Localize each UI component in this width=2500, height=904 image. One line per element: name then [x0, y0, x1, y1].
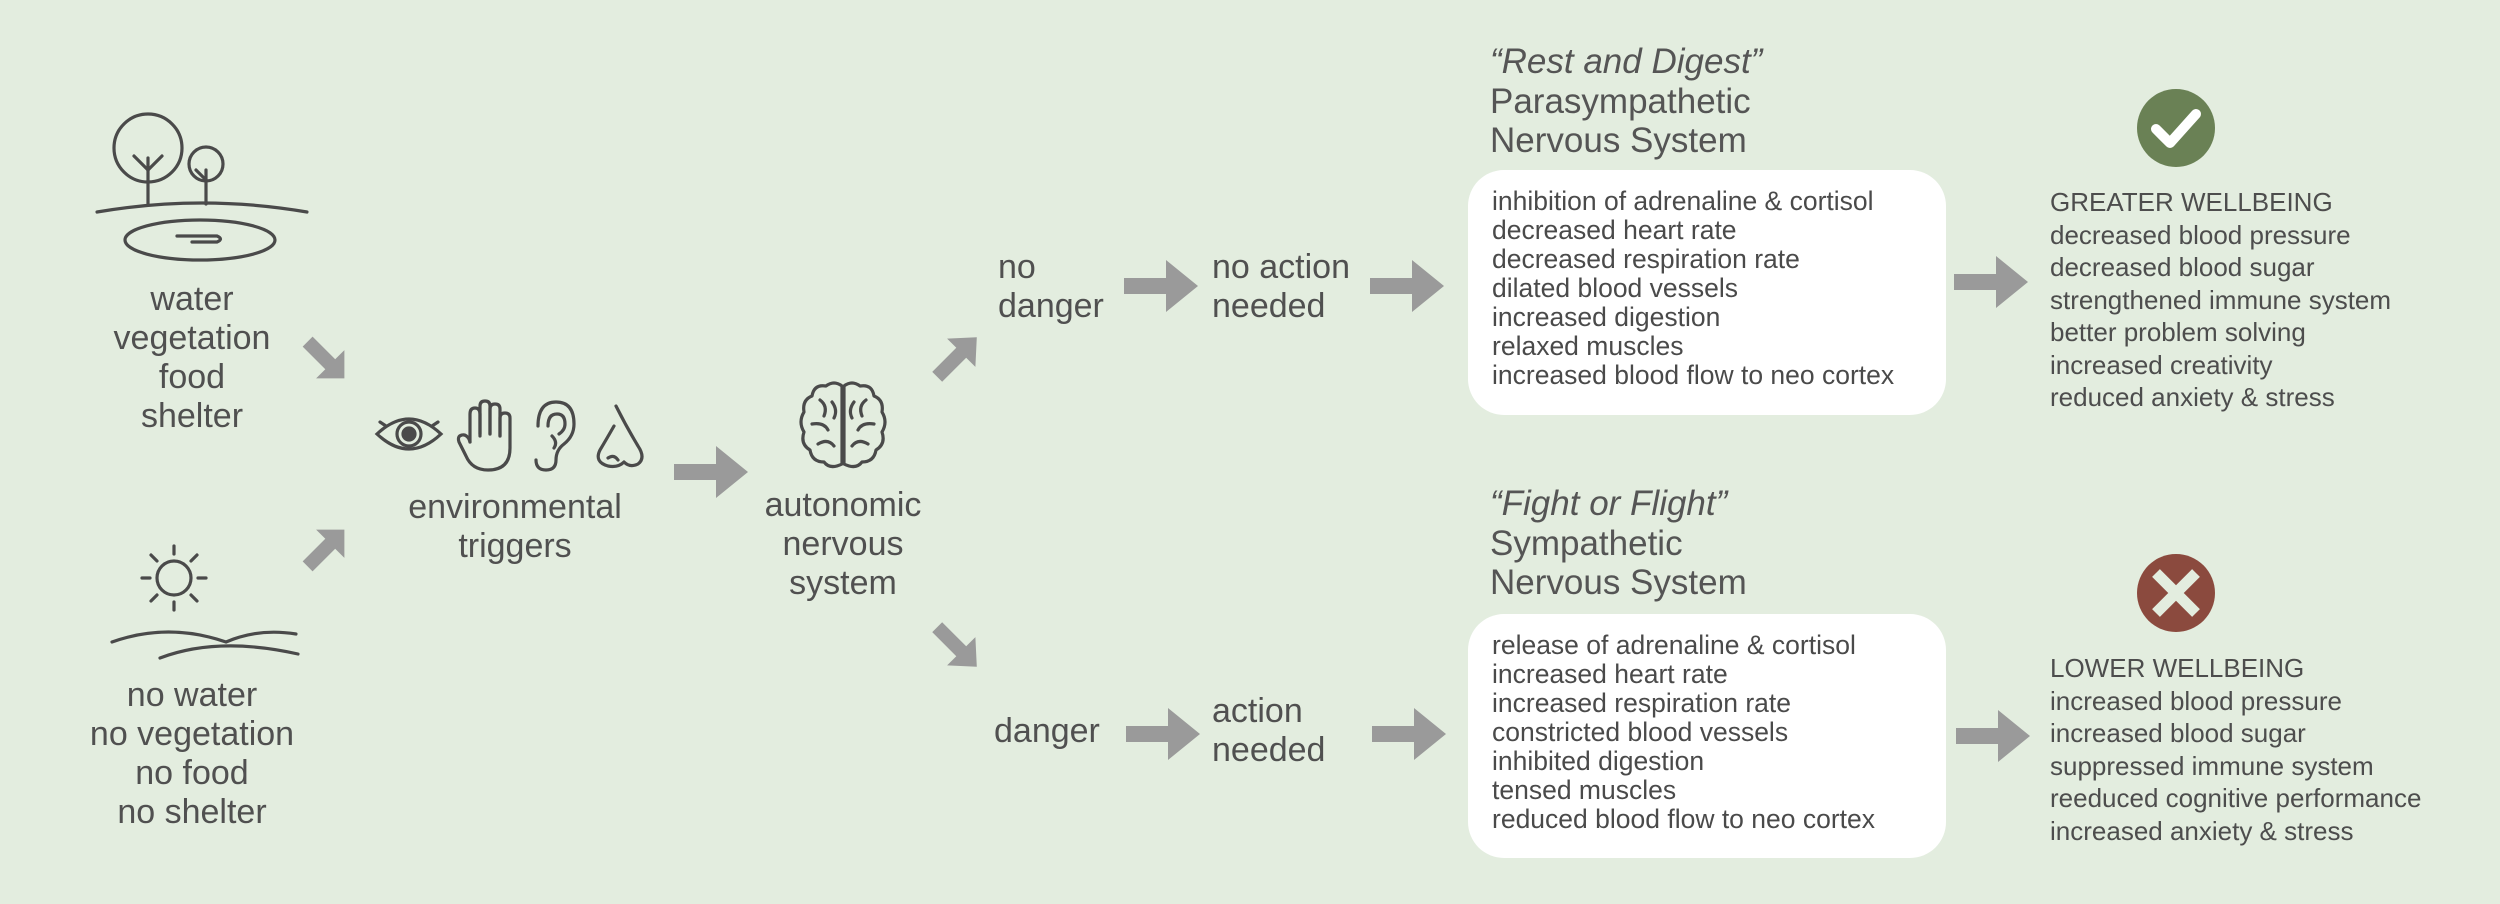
arrow-ans-to-danger — [932, 622, 977, 667]
trees-pond-icon — [95, 112, 309, 262]
sympathetic-heading: “Fight or Flight” Sympathetic Nervous Sy… — [1490, 484, 1950, 602]
hand-icon — [456, 399, 512, 472]
fight-or-flight-quote: “Fight or Flight” — [1490, 484, 1728, 523]
parasympathetic-heading: “Rest and Digest” Parasympathetic Nervou… — [1490, 42, 1950, 160]
autonomic-nervous-system-label: autonomic nervous system — [764, 486, 922, 602]
arrow-barren-to-triggers — [302, 529, 345, 572]
arrow-symp-to-lower — [1956, 710, 2030, 762]
list-item: decreased heart rate — [1492, 215, 1737, 245]
arrow-ans-to-no-danger — [932, 337, 977, 382]
danger-label: danger — [994, 712, 1100, 750]
greater-wellbeing-list: GREATER WELLBEING decreased blood pressu… — [2050, 186, 2490, 414]
parasympathetic-title-2: Nervous System — [1490, 121, 1747, 160]
arrow-nature-to-triggers — [302, 336, 345, 379]
list-item: increased blood pressure — [2050, 685, 2342, 716]
action-needed-label: action needed — [1212, 692, 1326, 769]
cross-icon — [2137, 554, 2215, 632]
sympathetic-effects-panel: release of adrenaline & cortisol increas… — [1468, 614, 1946, 858]
no-action-needed-label: no action needed — [1212, 248, 1350, 325]
list-item: increased anxiety & stress — [2050, 815, 2354, 846]
list-item: increased blood sugar — [2050, 718, 2306, 748]
list-item: strengthened immune system — [2050, 284, 2392, 315]
arrow-triggers-to-ans — [674, 446, 748, 498]
lower-wellbeing-heading: LOWER WELLBEING — [2050, 653, 2305, 683]
list-item: increased heart rate — [1492, 659, 1728, 689]
nose-icon — [596, 404, 644, 469]
sympathetic-title-1: Sympathetic — [1490, 524, 1683, 563]
arrow-para-to-greater — [1954, 256, 2028, 308]
arrow-no-action-to-para — [1370, 260, 1444, 312]
brain-icon — [799, 381, 887, 469]
list-item: constricted blood vessels — [1492, 717, 1789, 747]
list-item: dilated blood vessels — [1492, 273, 1739, 303]
list-item: decreased respiration rate — [1492, 244, 1800, 274]
list-item: better problem solving — [2050, 317, 2306, 347]
list-item: increased respiration rate — [1492, 688, 1792, 718]
list-item: increased blood flow to neo cortex — [1492, 360, 1895, 390]
list-item: increased creativity — [2050, 349, 2273, 380]
list-item: reduced blood flow to neo cortex — [1492, 804, 1876, 834]
list-item: inhibition of adrenaline & cortisol — [1492, 186, 1874, 216]
list-item: tensed muscles — [1492, 775, 1677, 805]
greater-wellbeing-heading: GREATER WELLBEING — [2050, 187, 2333, 217]
list-item: relaxed muscles — [1492, 331, 1684, 361]
no-danger-label: no danger — [998, 248, 1104, 325]
arrow-danger-to-action — [1126, 708, 1200, 760]
list-item: decreased blood sugar — [2050, 252, 2315, 282]
parasympathetic-title-1: Parasympathetic — [1490, 82, 1751, 121]
arrow-no-danger-to-no-action — [1124, 260, 1198, 312]
lower-wellbeing-list: LOWER WELLBEING increased blood pressure… — [2050, 652, 2490, 847]
check-icon — [2137, 89, 2215, 167]
list-item: release of adrenaline & cortisol — [1492, 630, 1856, 660]
list-item: reeduced cognitive performance — [2050, 783, 2422, 813]
rest-and-digest-quote: “Rest and Digest” — [1490, 42, 1763, 81]
ear-icon — [534, 400, 576, 472]
list-item: increased digestion — [1492, 302, 1721, 332]
list-item: decreased blood pressure — [2050, 219, 2351, 250]
environmental-triggers-label: environmental triggers — [408, 488, 622, 565]
sympathetic-title-2: Nervous System — [1490, 563, 1747, 602]
nature-resources-label: water vegetation food shelter — [113, 280, 271, 435]
list-item: inhibited digestion — [1492, 746, 1705, 776]
barren-resources-label: no water no vegetation no food no shelte… — [89, 676, 295, 831]
arrow-action-to-symp — [1372, 708, 1446, 760]
sun-dunes-icon — [110, 544, 300, 660]
eye-icon — [374, 417, 444, 451]
parasympathetic-effects-panel: inhibition of adrenaline & cortisol decr… — [1468, 170, 1946, 415]
list-item: reduced anxiety & stress — [2050, 382, 2335, 412]
list-item: suppressed immune system — [2050, 750, 2374, 781]
